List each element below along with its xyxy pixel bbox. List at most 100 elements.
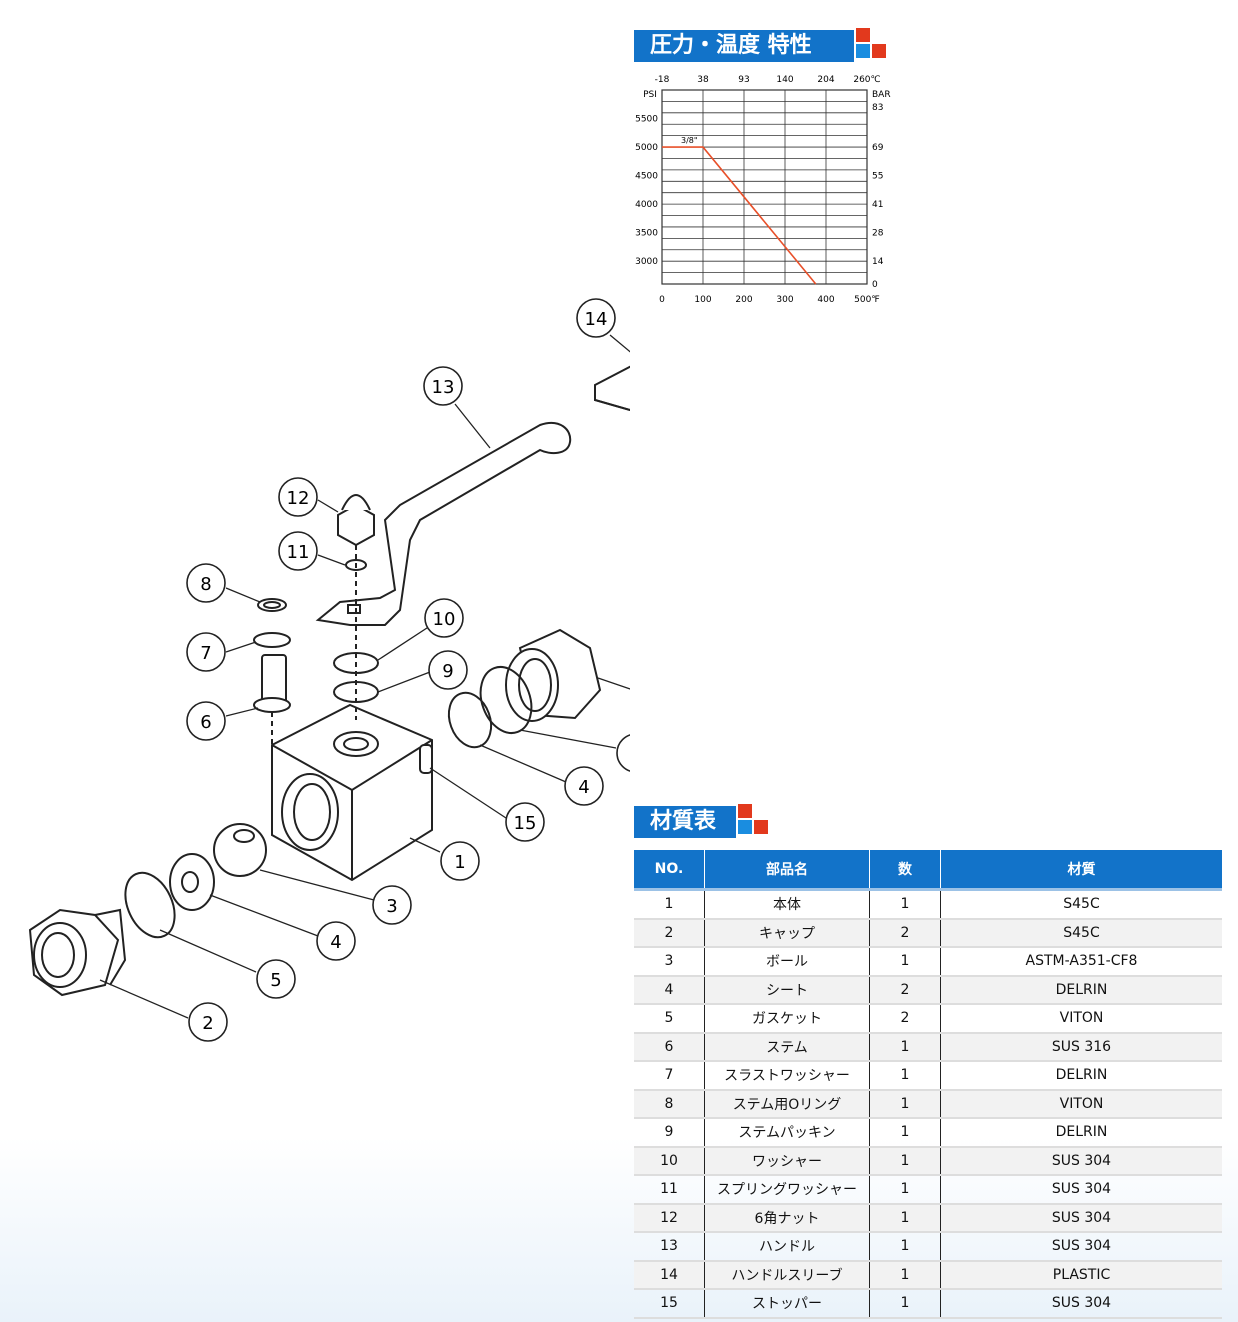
svg-text:10: 10 xyxy=(433,609,456,630)
cell-no: 14 xyxy=(634,1260,705,1290)
cell-qty: 1 xyxy=(869,1175,941,1205)
blue-square-icon xyxy=(738,820,752,834)
left-seat-drawing xyxy=(169,853,215,911)
cell-no: 5 xyxy=(634,1004,705,1034)
cell-qty: 1 xyxy=(869,1032,941,1062)
materials-title: 材質表 xyxy=(650,809,717,834)
callout-2-left: 2 xyxy=(188,1002,228,1042)
svg-text:3: 3 xyxy=(386,896,397,917)
cell-qty: 1 xyxy=(869,1118,941,1148)
col-header-part-name: 部品名 xyxy=(704,850,870,890)
cell-qty: 1 xyxy=(869,1232,941,1262)
cell-no: 2 xyxy=(634,918,705,948)
y-right-tick-label: 41 xyxy=(872,200,883,210)
x-top-tick-label: -18 xyxy=(655,75,670,85)
callout-5-left: 5 xyxy=(256,959,296,999)
y-right-tick-label: 83 xyxy=(872,103,883,113)
y-left-tick-label: 3000 xyxy=(635,257,658,267)
cell-part-name: キャップ xyxy=(704,918,870,948)
y-left-tick-label: 5000 xyxy=(635,143,658,153)
cell-material: PLASTIC xyxy=(940,1260,1222,1290)
callout-12: 12 xyxy=(278,477,318,517)
y-left-tick-label: 3500 xyxy=(635,229,658,239)
cell-qty: 2 xyxy=(869,975,941,1005)
cell-qty: 1 xyxy=(869,1203,941,1233)
cell-part-name: シート xyxy=(704,975,870,1005)
cell-material: DELRIN xyxy=(940,1061,1222,1091)
left-gasket-drawing xyxy=(124,871,176,939)
pressure-temperature-header: 圧力・温度 特性 xyxy=(634,28,886,62)
svg-text:4: 4 xyxy=(578,777,589,798)
col-header-no: NO. xyxy=(634,850,705,890)
cell-qty: 1 xyxy=(869,1146,941,1176)
pressure-temperature-title: 圧力・温度 特性 xyxy=(650,33,812,58)
x-top-tick-label: 93 xyxy=(738,75,749,85)
valve-body-drawing xyxy=(271,703,433,882)
cell-part-name: ストッパー xyxy=(704,1289,870,1319)
red-square-icon xyxy=(738,804,752,818)
cell-no: 8 xyxy=(634,1089,705,1119)
y-left-axis-label: PSI xyxy=(643,90,657,100)
callout-11: 11 xyxy=(278,531,318,571)
cell-no: 15 xyxy=(634,1289,705,1319)
cell-part-name: ハンドルスリーブ xyxy=(704,1260,870,1290)
cell-part-name: ハンドル xyxy=(704,1232,870,1262)
ball-drawing xyxy=(213,823,267,877)
cell-part-name: ステムパッキン xyxy=(704,1118,870,1148)
cell-no: 11 xyxy=(634,1175,705,1205)
cell-qty: 1 xyxy=(869,889,941,920)
red-square-icon xyxy=(872,44,886,58)
cell-part-name: ガスケット xyxy=(704,1004,870,1034)
cell-material: VITON xyxy=(940,1089,1222,1119)
cell-material: SUS 304 xyxy=(940,1232,1222,1262)
x-bottom-tick-label: 500℉ xyxy=(854,295,880,305)
callout-3: 3 xyxy=(372,885,412,925)
cell-part-name: スラストワッシャー xyxy=(704,1061,870,1091)
hex-nut-drawing xyxy=(337,494,375,547)
cell-no: 13 xyxy=(634,1232,705,1262)
x-top-tick-label: 260℃ xyxy=(853,75,880,85)
cell-no: 12 xyxy=(634,1203,705,1233)
right-seat-drawing xyxy=(447,691,493,749)
materials-header: 材質表 xyxy=(634,804,768,838)
callout-5-right: 5 xyxy=(616,734,630,772)
callout-8: 8 xyxy=(186,563,226,603)
cell-part-name: 本体 xyxy=(704,889,870,920)
callout-7: 7 xyxy=(186,632,226,672)
plot-frame xyxy=(661,89,868,285)
callout-4-left: 4 xyxy=(316,921,356,961)
svg-text:15: 15 xyxy=(514,813,537,834)
blue-square-icon xyxy=(856,44,870,58)
x-top-tick-label: 140 xyxy=(776,75,793,85)
x-bottom-tick-label: 100 xyxy=(694,295,711,305)
cell-qty: 2 xyxy=(869,918,941,948)
y-right-tick-label: 0 xyxy=(872,280,878,290)
cell-material: SUS 304 xyxy=(940,1203,1222,1233)
cell-qty: 1 xyxy=(869,1260,941,1290)
x-top-tick-label: 38 xyxy=(697,75,709,85)
cell-material: SUS 304 xyxy=(940,1175,1222,1205)
cell-material: DELRIN xyxy=(940,1118,1222,1148)
right-gasket-drawing xyxy=(479,666,533,734)
cell-no: 10 xyxy=(634,1146,705,1176)
cell-part-name: ボール xyxy=(704,947,870,977)
cell-material: S45C xyxy=(940,889,1222,920)
svg-text:12: 12 xyxy=(287,488,310,509)
svg-text:4: 4 xyxy=(330,932,341,953)
cell-qty: 1 xyxy=(869,1289,941,1319)
red-square-icon xyxy=(754,820,768,834)
leader-lines xyxy=(99,334,630,1019)
svg-text:6: 6 xyxy=(200,712,211,733)
callout-13: 13 xyxy=(423,366,463,406)
y-left-tick-label: 4500 xyxy=(635,172,658,182)
y-left-tick-label: 5500 xyxy=(635,115,658,125)
svg-text:13: 13 xyxy=(432,377,455,398)
svg-text:2: 2 xyxy=(202,1013,213,1034)
red-square-icon xyxy=(856,28,870,42)
cell-part-name: ステム用Oリング xyxy=(704,1089,870,1119)
y-right-tick-label: 69 xyxy=(872,143,884,153)
cell-qty: 1 xyxy=(869,947,941,977)
